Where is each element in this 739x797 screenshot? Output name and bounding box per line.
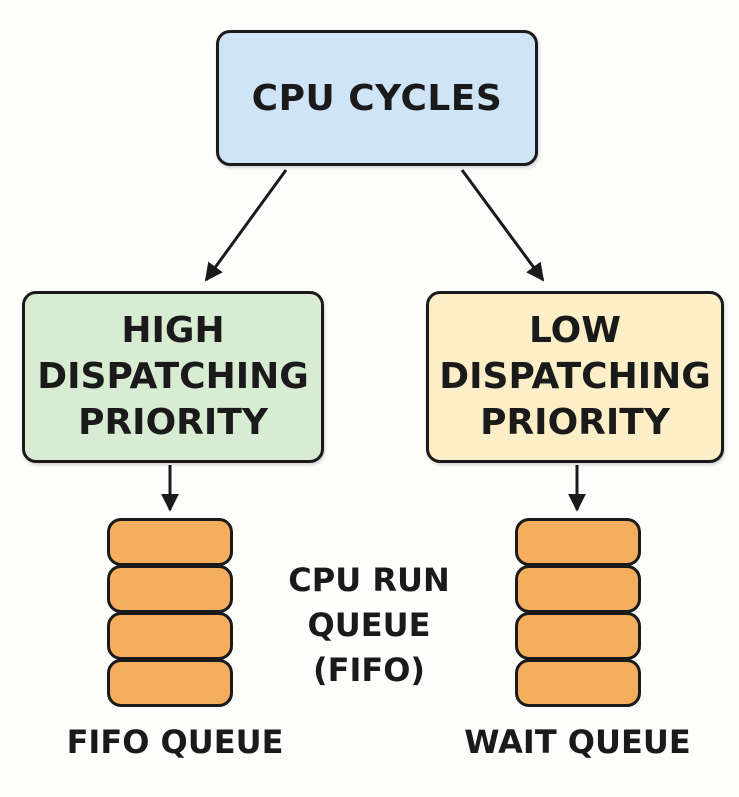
queue-slot: [515, 518, 641, 566]
arrow-cpu-to-high: [204, 169, 288, 282]
queue-slot: [515, 565, 641, 613]
high-dispatching-priority-box: HIGH DISPATCHING PRIORITY: [22, 291, 324, 463]
queue-slot: [107, 659, 233, 707]
fifo-queue-label: FIFO QUEUE: [66, 723, 284, 761]
low-dispatching-priority-box: LOW DISPATCHING PRIORITY: [426, 291, 724, 463]
queue-slot: [515, 612, 641, 660]
cpu-run-queue-line-3: (FIFO): [312, 651, 426, 689]
high-dispatching-priority-label: HIGH DISPATCHING PRIORITY: [37, 310, 309, 443]
queue-slot: [107, 518, 233, 566]
queue-slot: [107, 565, 233, 613]
queue-slot: [515, 659, 641, 707]
queue-slot: [107, 612, 233, 660]
arrow-cpu-to-low: [460, 169, 545, 282]
low-dispatching-priority-label: LOW DISPATCHING PRIORITY: [439, 310, 711, 443]
cpu-run-queue-line-2: QUEUE: [307, 606, 431, 644]
cpu-cycles-label: CPU CYCLES: [251, 77, 503, 119]
cpu-run-queue-label: CPU RUN QUEUE (FIFO): [258, 558, 480, 693]
wait-queue-label: WAIT QUEUE: [464, 723, 691, 761]
cpu-run-queue-line-1: CPU RUN: [288, 561, 450, 599]
cpu-cycles-box: CPU CYCLES: [216, 30, 538, 166]
